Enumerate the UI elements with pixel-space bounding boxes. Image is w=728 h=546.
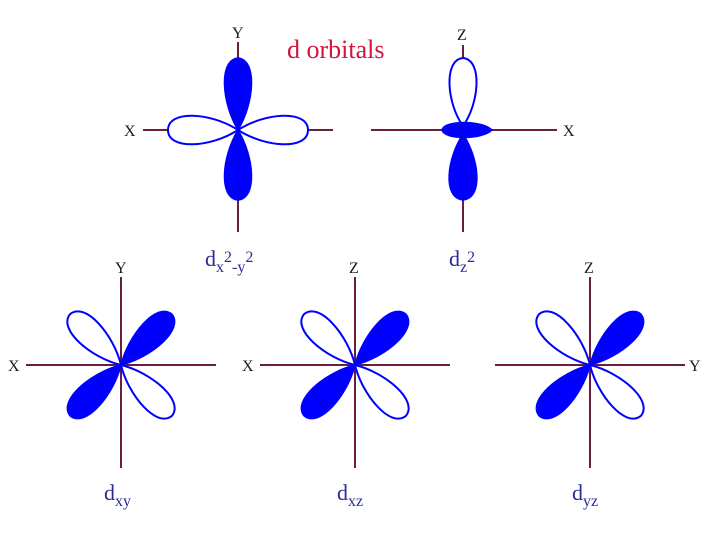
lobe-lower-left-filled: [535, 363, 592, 420]
lobe-upper-left-outline: [66, 310, 123, 367]
axis-label-horizontal: Y: [689, 358, 701, 375]
lobe-top-filled: [223, 57, 253, 132]
lobe-upper-right-filled: [119, 310, 176, 367]
axis-label-horizontal: X: [124, 123, 136, 140]
torus-ring-filled: [441, 121, 494, 139]
orbital-label: dz2: [449, 246, 475, 276]
lobe-lower-left-filled: [300, 363, 357, 420]
axis-label-horizontal: X: [8, 358, 20, 375]
lobe-right-outline: [236, 114, 310, 146]
lobe-upper-right-filled: [588, 310, 645, 367]
orbital-dxy: X Y: [8, 260, 216, 468]
orbital-label-dyz: dyz: [572, 480, 598, 510]
lobe-bottom-filled: [223, 128, 253, 201]
axis-label-vertical: Y: [115, 260, 127, 277]
orbital-dxz: X Z: [242, 260, 450, 468]
axis-label-vertical: Z: [457, 27, 467, 44]
lobe-left-outline: [166, 114, 240, 146]
page-title: d orbitals: [287, 35, 385, 64]
axis-label-vertical: Z: [349, 260, 359, 277]
orbital-label-dxz: dxz: [337, 480, 363, 510]
axis-label-horizontal: X: [563, 123, 575, 140]
orbital-dx2y2: X Y dx2-y2: [124, 25, 333, 276]
lobe-upper-right-filled: [353, 310, 410, 367]
lobe-top-outline: [448, 56, 478, 128]
lobe-lower-right-outline: [119, 363, 176, 420]
lobe-upper-left-outline: [535, 310, 592, 367]
orbital-dyz: Y Z: [495, 260, 701, 468]
orbital-dz2: X Z dz2: [371, 27, 575, 276]
lobe-lower-right-outline: [588, 363, 645, 420]
orbital-label-dxy: dxy: [104, 480, 131, 510]
lobe-lower-right-outline: [353, 363, 410, 420]
lobe-upper-left-outline: [300, 310, 357, 367]
lobe-lower-left-filled: [66, 363, 123, 420]
lobe-bottom-filled: [448, 132, 478, 201]
axis-label-vertical: Y: [232, 25, 244, 42]
axis-label-horizontal: X: [242, 358, 254, 375]
orbital-label: dx2-y2: [205, 246, 253, 276]
axis-label-vertical: Z: [584, 260, 594, 277]
